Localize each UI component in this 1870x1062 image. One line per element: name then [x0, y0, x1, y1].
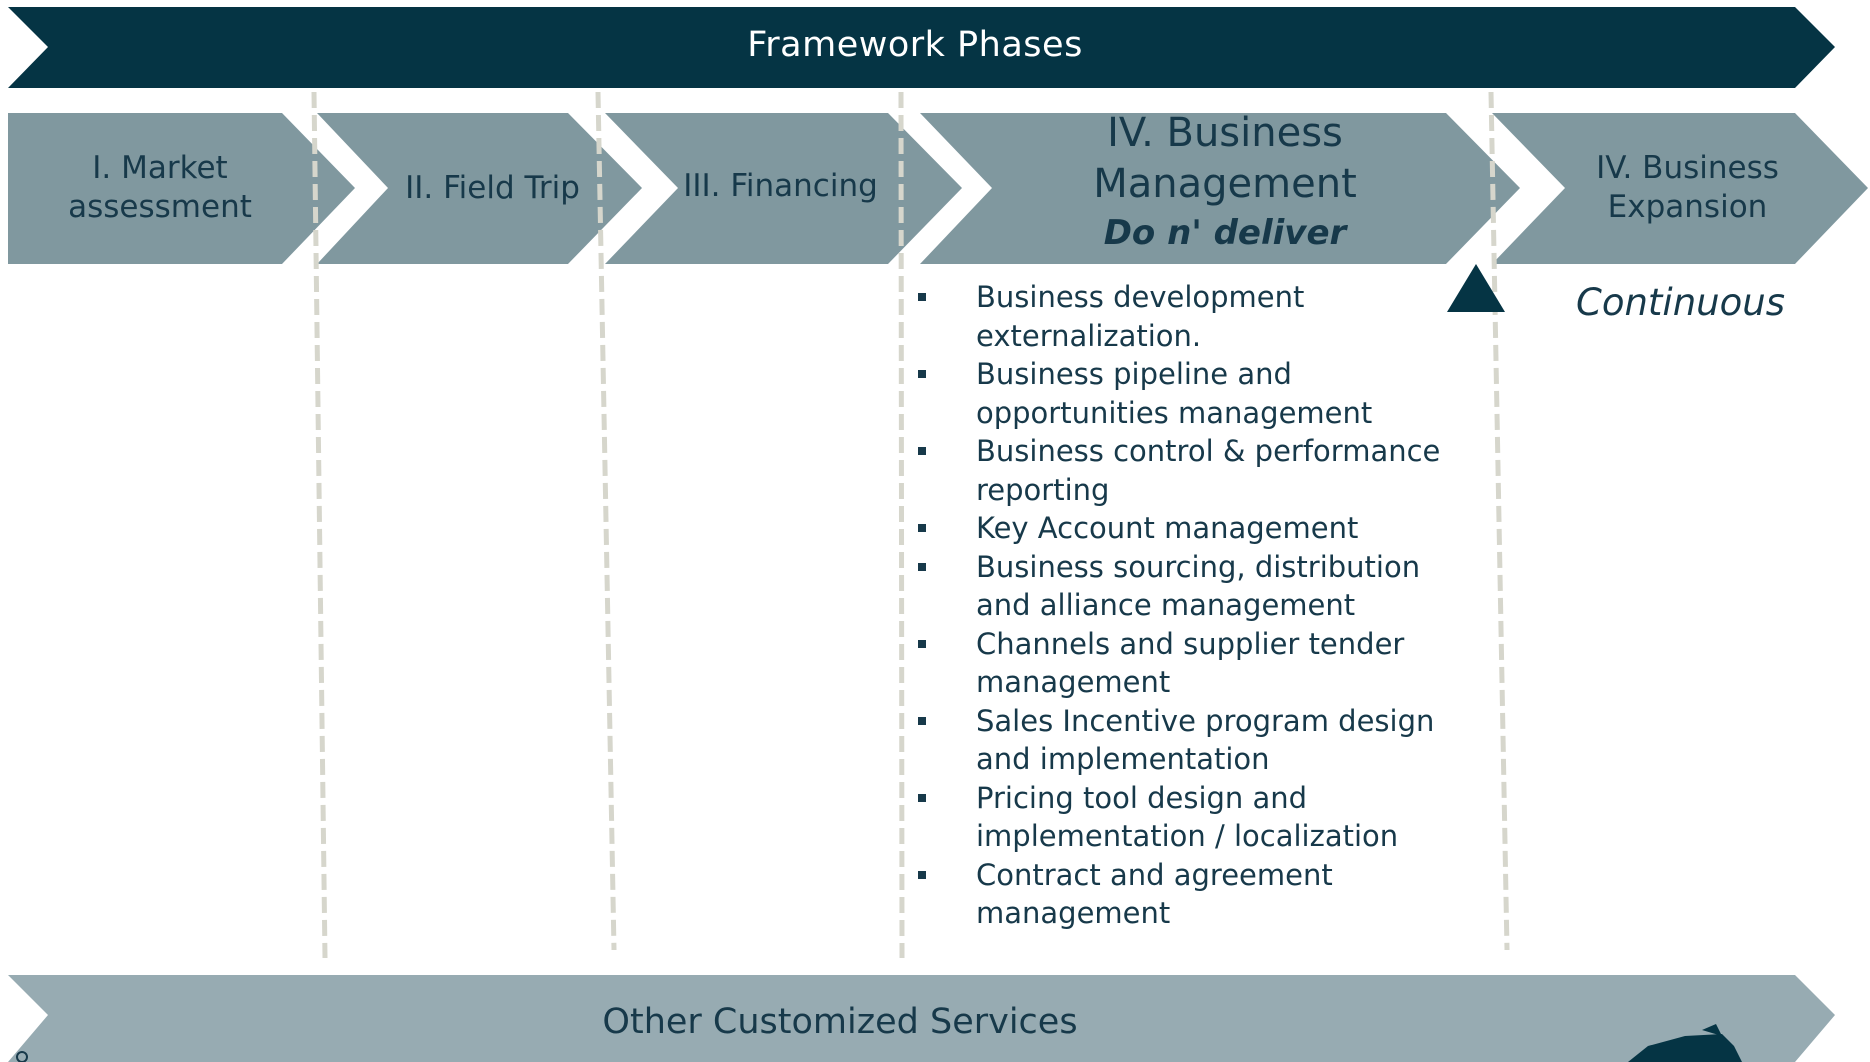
phase-label-business-expansion: IV. Business Expansion	[1555, 112, 1820, 264]
phase-2-label: II. Field Trip	[405, 169, 580, 206]
continuation-triangle-marker	[1447, 264, 1505, 312]
separator-line	[898, 91, 905, 959]
phase-4-label: IV. Business Management	[1093, 110, 1357, 207]
phase-5-label: IV. Business Expansion	[1596, 150, 1779, 225]
phase-label-financing: III. Financing	[668, 112, 893, 260]
business-management-activity-list: Business development externalization. Bu…	[918, 278, 1463, 933]
activity-item: Contract and agreement management	[918, 856, 1463, 933]
separator-line	[311, 91, 328, 959]
page-number-mark	[16, 1051, 28, 1062]
separator-line	[595, 91, 617, 951]
phase-separators	[311, 91, 1510, 959]
logo-mark	[1628, 1024, 1742, 1062]
activity-item: Business control & performance reporting	[918, 432, 1463, 509]
continuous-note: Continuous	[1576, 281, 1785, 324]
activity-item: Sales Incentive program design and imple…	[918, 702, 1463, 779]
phase-chevron-business-management	[920, 113, 1520, 264]
activity-item: Business sourcing, distribution and alli…	[918, 548, 1463, 625]
activity-item: Business pipeline and opportunities mana…	[918, 355, 1463, 432]
phase-chevron-field-trip	[317, 113, 642, 264]
activity-item: Business development externalization.	[918, 278, 1463, 355]
separator-line	[1488, 91, 1510, 951]
phase-3-label: III. Financing	[683, 167, 878, 204]
phase-4-subtitle: Do n' deliver	[1103, 213, 1347, 253]
phase-label-market-assessment: I. Market assessment	[10, 112, 310, 264]
phase-chevron-market-assessment	[8, 113, 355, 264]
activity-item: Pricing tool design and implementation /…	[918, 779, 1463, 856]
activity-item: Channels and supplier tender management	[918, 625, 1463, 702]
other-customized-services-title: Other Customized Services	[602, 1002, 1078, 1042]
phase-chevron-financing	[605, 113, 962, 264]
phase-chevron-business-expansion	[1492, 113, 1868, 264]
phase-label-field-trip: II. Field Trip	[385, 112, 600, 264]
framework-banner	[8, 7, 1835, 88]
phase-label-business-management: IV. Business Management Do n' deliver	[1015, 108, 1435, 268]
activity-item: Key Account management	[918, 509, 1463, 548]
other-services-bar	[8, 975, 1835, 1062]
phase-1-label: I. Market assessment	[68, 150, 252, 225]
framework-phases-title: Framework Phases	[747, 25, 1083, 65]
